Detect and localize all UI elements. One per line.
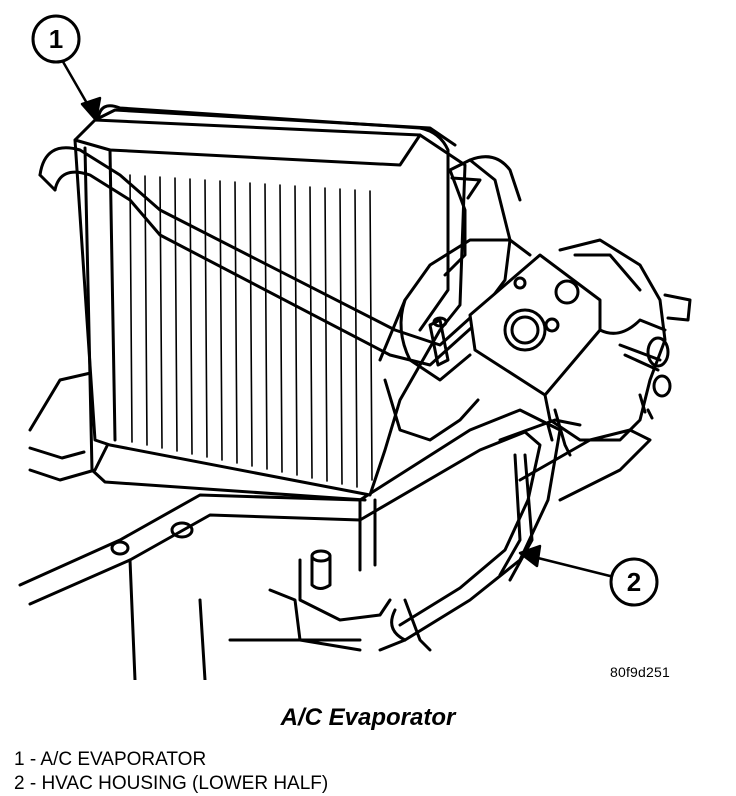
ac-evaporator (38, 104, 692, 502)
leader-line-2 (528, 554, 612, 578)
arrowhead-1 (80, 96, 102, 122)
arrowhead-2 (518, 544, 542, 568)
hvac-housing-lower-half (18, 370, 652, 680)
legend-item: 1 - A/C EVAPORATOR (14, 749, 207, 770)
callout-number-2: 2 (627, 567, 641, 597)
callout-circle-2 (609, 557, 659, 607)
figure-code: 80f9d251 (610, 664, 670, 680)
legend-item: 2 - HVAC HOUSING (LOWER HALF) (14, 773, 329, 794)
legend: 1 - A/C EVAPORATOR 2 - HVAC HOUSING (LOW… (14, 748, 328, 796)
callout-circle-1 (31, 14, 81, 64)
figure-caption: A/C Evaporator (280, 704, 456, 731)
callout-leaders (60, 58, 612, 578)
evaporator-diagram: 1 2 (18, 14, 692, 680)
callout-number-1: 1 (49, 24, 63, 54)
